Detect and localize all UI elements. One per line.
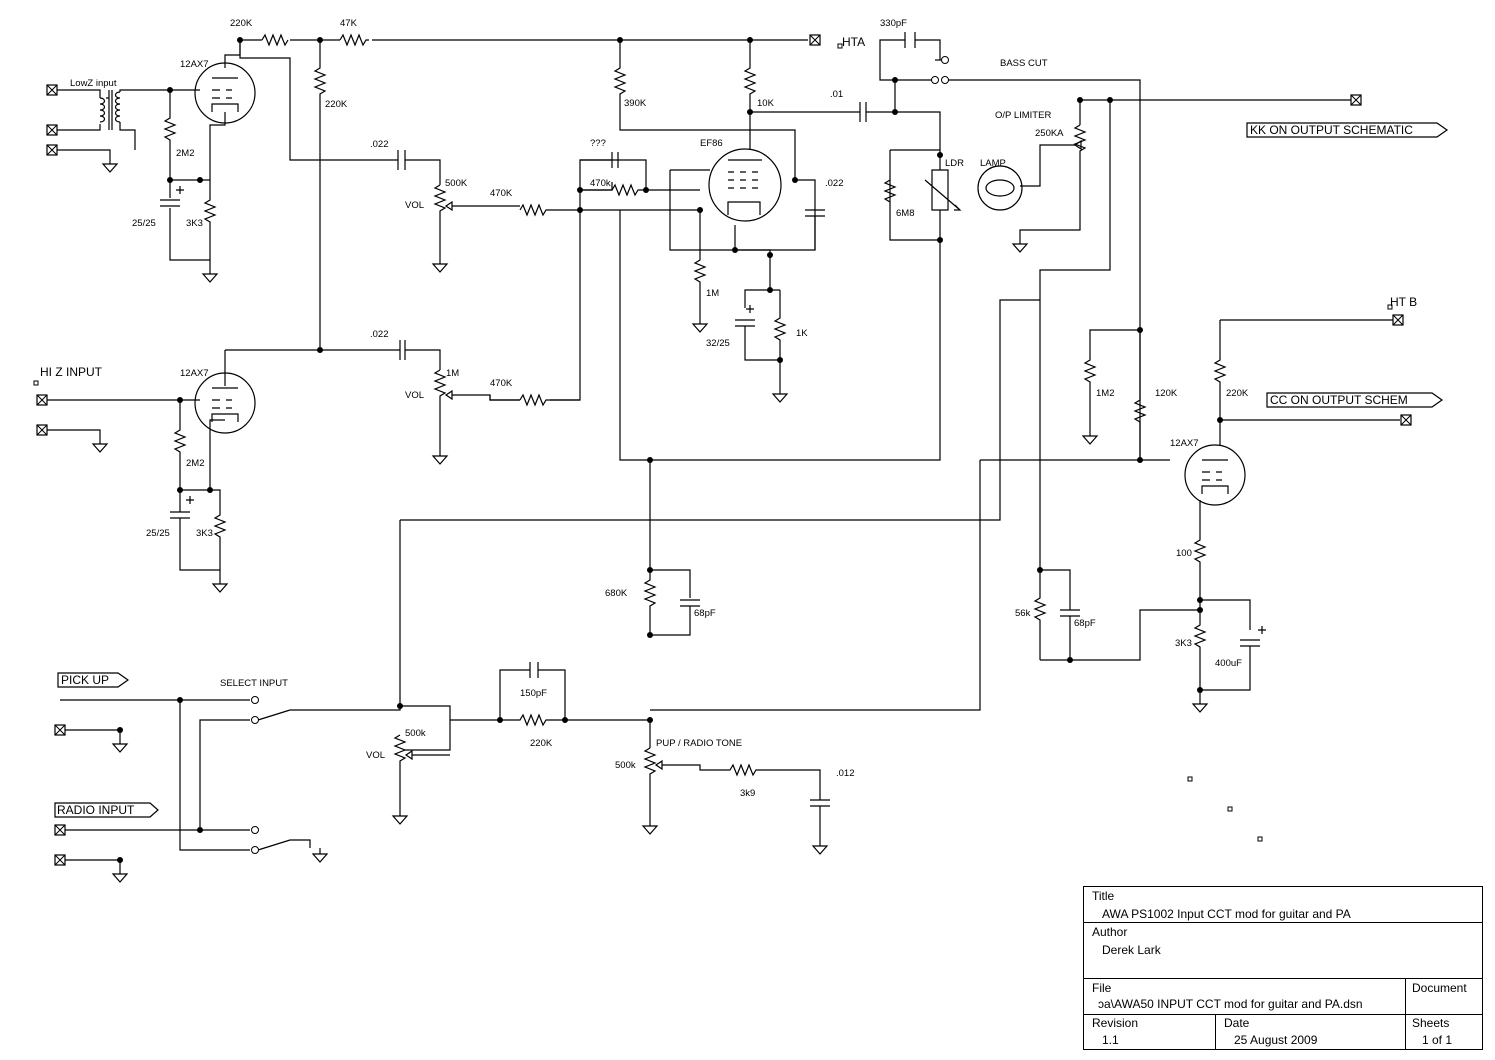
title-label: Title bbox=[1092, 889, 1115, 903]
label-022-a: .022 bbox=[370, 139, 389, 150]
label-680k: 680K bbox=[605, 588, 628, 599]
label-cc-output: CC ON OUTPUT SCHEM bbox=[1270, 393, 1408, 407]
wiring bbox=[45, 32, 1400, 868]
document-cell: Document bbox=[1406, 979, 1482, 1015]
author-value: Derek Lark bbox=[1102, 943, 1161, 957]
label-qqq: ??? bbox=[590, 138, 606, 149]
label-56k: 56k bbox=[1015, 608, 1031, 619]
tube-ef86 bbox=[708, 148, 782, 222]
label-3k3-a: 3K3 bbox=[186, 218, 203, 229]
label-47k: 47K bbox=[340, 18, 358, 29]
label-3k3-b: 3K3 bbox=[196, 528, 213, 539]
label-lamp: LAMP bbox=[980, 158, 1006, 169]
label-250ka: 250KA bbox=[1035, 128, 1064, 139]
file-value: ɔa\AWA50 INPUT CCT mod for guitar and PA… bbox=[1098, 997, 1363, 1011]
label-25-25-a: 25/25 bbox=[132, 218, 156, 229]
revision-value: 1.1 bbox=[1102, 1033, 1119, 1047]
label-01: .01 bbox=[830, 89, 843, 100]
bass-cut-switch bbox=[931, 56, 949, 84]
author-cell: Author Derek Lark bbox=[1084, 923, 1482, 979]
tube-12ax7-right bbox=[1184, 444, 1246, 506]
date-cell: Date 25 August 2009 bbox=[1216, 1015, 1406, 1049]
document-label: Document bbox=[1412, 981, 1467, 995]
sheets-cell: Sheets 1 of 1 bbox=[1406, 1015, 1482, 1049]
label-400uf: 400uF bbox=[1215, 658, 1242, 669]
label-68pf-a: 68pF bbox=[694, 608, 716, 619]
junction-dots bbox=[117, 37, 1223, 863]
label-220k-tone: 220K bbox=[530, 738, 553, 749]
label-470k-a: 470K bbox=[490, 188, 513, 199]
label-120k: 120K bbox=[1155, 388, 1178, 399]
title-value: AWA PS1002 Input CCT mod for guitar and … bbox=[1102, 907, 1351, 921]
label-hta: HTA bbox=[842, 35, 865, 49]
label-vol-c: VOL bbox=[366, 750, 385, 761]
label-012: .012 bbox=[836, 768, 855, 779]
title-cell: Title AWA PS1002 Input CCT mod for guita… bbox=[1084, 887, 1482, 923]
label-100: 100 bbox=[1176, 548, 1192, 559]
label-022-b: .022 bbox=[825, 178, 844, 189]
revision-cell: Revision 1.1 bbox=[1084, 1015, 1216, 1049]
label-2m2-b: 2M2 bbox=[186, 458, 204, 469]
label-470k-fb: 470k bbox=[590, 178, 611, 189]
label-220k-mid: 220K bbox=[325, 99, 348, 110]
revision-label: Revision bbox=[1092, 1016, 1139, 1030]
label-2m2-a: 2M2 bbox=[176, 148, 194, 159]
label-3k9: 3k9 bbox=[740, 788, 755, 799]
lamp-symbol bbox=[977, 165, 1023, 211]
label-330pf: 330pF bbox=[880, 18, 907, 29]
label-3k3-c: 3K3 bbox=[1175, 638, 1192, 649]
date-label: Date bbox=[1224, 1016, 1250, 1030]
label-hiz-input: HI Z INPUT bbox=[40, 365, 103, 379]
label-500k-a: 500K bbox=[445, 178, 468, 189]
label-12ax7-hiz: 12AX7 bbox=[180, 368, 209, 379]
label-500k-c: 500k bbox=[615, 760, 636, 771]
connector-flags bbox=[54, 122, 1449, 818]
label-10k: 10K bbox=[757, 98, 775, 109]
label-12ax7-top: 12AX7 bbox=[180, 59, 209, 70]
label-220k-top: 220K bbox=[230, 18, 253, 29]
label-vol-a: VOL bbox=[405, 200, 424, 211]
label-220k-right: 220K bbox=[1226, 388, 1249, 399]
label-1m2: 1M2 bbox=[1096, 388, 1114, 399]
label-pup-radio-tone: PUP / RADIO TONE bbox=[656, 738, 742, 749]
component-labels: 220K 47K HTA 330pF BASS CUT 12AX7 LowZ i… bbox=[40, 18, 1417, 817]
label-500k-b: 500k bbox=[405, 728, 426, 739]
select-input-switch bbox=[251, 696, 259, 854]
sheets-value: 1 of 1 bbox=[1422, 1033, 1453, 1047]
tube-12ax7-hiz bbox=[194, 372, 256, 434]
polarity-marks bbox=[176, 186, 1266, 634]
label-kk-output: KK ON OUTPUT SCHEMATIC bbox=[1250, 123, 1413, 137]
author-label: Author bbox=[1092, 925, 1128, 939]
label-vol-b: VOL bbox=[405, 390, 424, 401]
file-label: File bbox=[1092, 981, 1112, 995]
label-pick-up: PICK UP bbox=[61, 673, 109, 687]
label-68pf-b: 68pF bbox=[1074, 618, 1096, 629]
label-lowz-input: LowZ input bbox=[70, 78, 117, 89]
title-block: Title AWA PS1002 Input CCT mod for guita… bbox=[1083, 886, 1483, 1050]
label-022-c: .022 bbox=[370, 329, 389, 340]
label-12ax7-right: 12AX7 bbox=[1170, 438, 1199, 449]
label-150pf: 150pF bbox=[520, 688, 547, 699]
label-1m-a: 1M bbox=[706, 288, 719, 299]
label-ldr: LDR bbox=[945, 158, 964, 169]
label-ht-b: HT B bbox=[1390, 295, 1417, 309]
label-bass-cut: BASS CUT bbox=[1000, 58, 1048, 69]
label-390k: 390K bbox=[624, 98, 647, 109]
label-1m-b: 1M bbox=[446, 368, 459, 379]
label-470k-b: 470K bbox=[490, 378, 513, 389]
label-radio-input: RADIO INPUT bbox=[57, 803, 135, 817]
file-cell: File ɔa\AWA50 INPUT CCT mod for guitar a… bbox=[1084, 979, 1406, 1015]
label-25-25-b: 25/25 bbox=[146, 528, 170, 539]
label-32-25: 32/25 bbox=[706, 338, 730, 349]
sheets-label: Sheets bbox=[1412, 1016, 1450, 1030]
label-op-limiter: O/P LIMITER bbox=[995, 110, 1051, 121]
date-value: 25 August 2009 bbox=[1234, 1033, 1318, 1047]
label-ef86: EF86 bbox=[700, 138, 723, 149]
reference-markers bbox=[33, 43, 1393, 842]
tube-12ax7-top bbox=[194, 62, 256, 124]
label-6m8: 6M8 bbox=[896, 208, 914, 219]
label-select-input: SELECT INPUT bbox=[220, 678, 288, 689]
label-1k: 1K bbox=[796, 328, 808, 339]
